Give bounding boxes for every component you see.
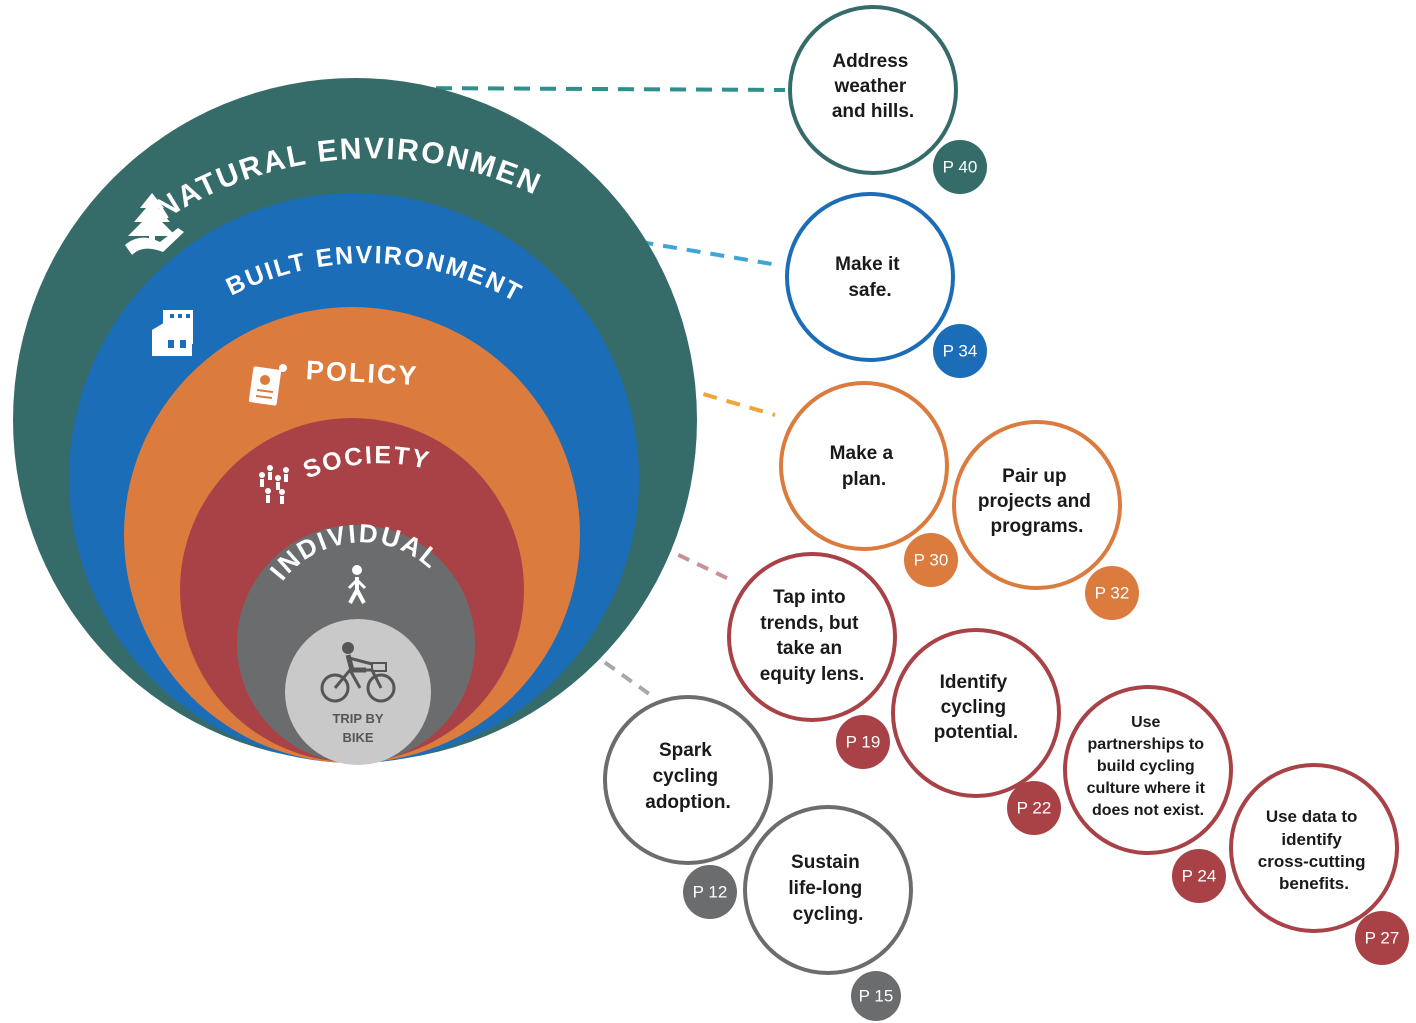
bubble-data-text: Use data to identify cross-cutting benef… bbox=[1258, 807, 1370, 893]
bubble-partnerships: Use partnerships to build cycling cultur… bbox=[1063, 685, 1233, 903]
page-badge-pair bbox=[1085, 566, 1139, 620]
bubble-data: Use data to identify cross-cutting benef… bbox=[1229, 763, 1409, 965]
page-badge-data bbox=[1355, 911, 1409, 965]
tree-hill-icon bbox=[125, 193, 184, 255]
bubble-pair-text: Pair up projects and programs. bbox=[978, 466, 1096, 537]
bubble-safe-text: Make it safe. bbox=[835, 254, 905, 301]
bubble-trends: Tap into trends, but take an equity lens… bbox=[727, 552, 897, 769]
ring-trip-by-bike bbox=[285, 619, 431, 765]
bubble-plan: Make a plan. P 30 bbox=[779, 381, 958, 587]
bubble-spark: Spark cycling adoption. P 12 bbox=[603, 695, 773, 919]
page-badge-spark bbox=[683, 865, 737, 919]
buildings-icon bbox=[152, 310, 193, 356]
page-badge-plan bbox=[904, 533, 958, 587]
page-badge-plan-text: P 30 bbox=[914, 551, 949, 570]
bubble-potential-text: Identify cycling potential. bbox=[934, 672, 1018, 743]
bubble-spark-text: Spark cycling adoption. bbox=[645, 740, 730, 813]
bubble-potential: Identify cycling potential. P 22 bbox=[891, 628, 1061, 835]
bubble-safe: Make it safe. P 34 bbox=[785, 192, 987, 378]
page-badge-pair-text: P 32 bbox=[1095, 584, 1130, 603]
page-badge-safe-text: P 34 bbox=[943, 342, 978, 361]
connector-natural bbox=[409, 86, 786, 92]
bubble-weather: Address weather and hills. P 40 bbox=[788, 5, 987, 194]
bubble-sustain-text: Sustain life-long cycling. bbox=[788, 852, 867, 925]
page-badge-partnerships bbox=[1172, 849, 1226, 903]
bubble-trends-text: Tap into trends, but take an equity lens… bbox=[760, 587, 865, 685]
page-badge-partnerships-text: P 24 bbox=[1182, 867, 1217, 886]
label-policy: POLICY bbox=[305, 355, 419, 391]
document-icon bbox=[248, 364, 287, 406]
bubble-sustain: Sustain life-long cycling. P 15 bbox=[743, 805, 913, 1021]
page-badge-data-text: P 27 bbox=[1365, 929, 1400, 948]
page-badge-sustain bbox=[851, 971, 901, 1021]
page-badge-potential bbox=[1007, 781, 1061, 835]
people-icon bbox=[259, 465, 289, 504]
bubble-weather-text: Address weather and hills. bbox=[832, 51, 914, 122]
trip-label-line2: BIKE bbox=[342, 730, 373, 745]
bubble-partnerships-text: Use partnerships to build cycling cultur… bbox=[1087, 714, 1210, 819]
nested-circles bbox=[13, 78, 697, 765]
cyclist-icon bbox=[320, 642, 396, 703]
bubble-pair: Pair up projects and programs. P 32 bbox=[952, 420, 1139, 620]
page-badge-potential-text: P 22 bbox=[1017, 799, 1052, 818]
page-badge-trends bbox=[836, 715, 890, 769]
trip-label-line1: TRIP BY bbox=[332, 711, 383, 726]
page-badge-sustain-text: P 15 bbox=[859, 987, 894, 1006]
page-badge-spark-text: P 12 bbox=[693, 883, 728, 902]
bubble-plan-text: Make a plan. bbox=[830, 443, 899, 490]
page-badge-trends-text: P 19 bbox=[846, 733, 881, 752]
page-badge-weather-text: P 40 bbox=[943, 158, 978, 177]
page-badge-safe bbox=[933, 324, 987, 378]
walking-person-icon bbox=[347, 565, 367, 604]
page-badge-weather bbox=[933, 140, 987, 194]
